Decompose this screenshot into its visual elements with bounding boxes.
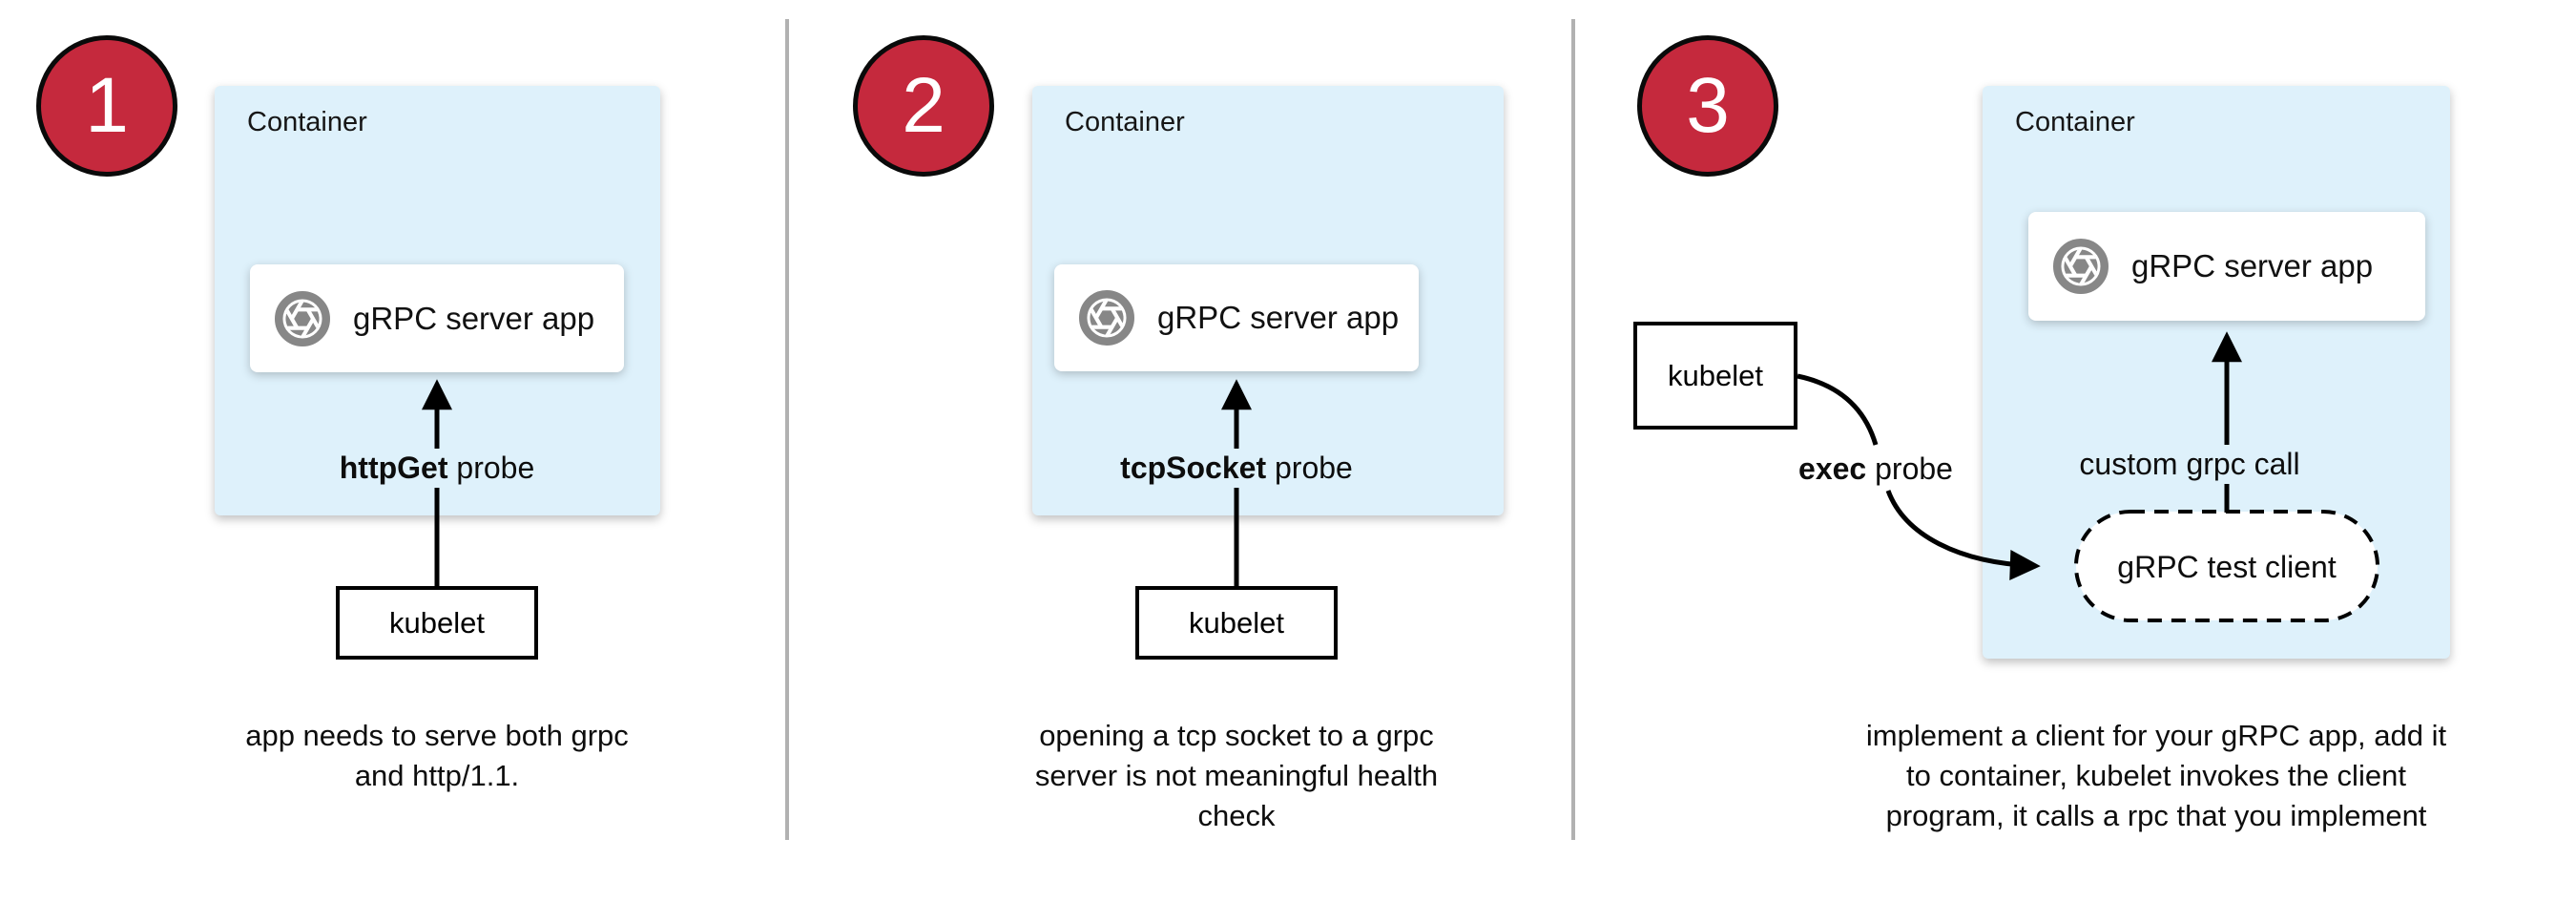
caption-2: opening a tcp socket to a grpc server is… xyxy=(979,716,1494,836)
caption-line: opening a tcp socket to a grpc xyxy=(1039,719,1434,752)
probe-label-2: tcpSocket probe xyxy=(1112,449,1361,488)
grpc-server-app-label: gRPC server app xyxy=(2131,248,2374,283)
custom-grpc-call-label: custom grpc call xyxy=(2071,445,2308,484)
step-badge-3: 3 xyxy=(1637,35,1778,177)
caption-1: app needs to serve both grpc and http/1.… xyxy=(179,716,695,796)
panel-divider-1 xyxy=(785,19,789,840)
container-title-2: Container xyxy=(1065,107,1185,137)
grpc-server-app-label: gRPC server app xyxy=(353,300,595,336)
kubelet-box-1: kubelet xyxy=(336,586,538,660)
probe-label-bold: tcpSocket xyxy=(1120,451,1267,485)
panel-divider-2 xyxy=(1571,19,1575,840)
kubelet-box-3: kubelet xyxy=(1633,322,1797,430)
grpc-server-app-box-3: gRPC server app xyxy=(2028,212,2425,321)
caption-3: implement a client for your gRPC app, ad… xyxy=(1818,716,2495,836)
grpc-server-app-label: gRPC server app xyxy=(1157,300,1400,335)
probe-label-rest: probe xyxy=(1866,451,1953,486)
step-badge-2: 2 xyxy=(853,35,994,177)
step-number: 2 xyxy=(902,62,945,149)
kubelet-box-2: kubelet xyxy=(1135,586,1338,660)
caption-line: to container, kubelet invokes the client xyxy=(1906,759,2406,792)
probe-label-bold: httpGet xyxy=(339,451,448,485)
probe-label-rest: probe xyxy=(447,451,535,485)
aperture-icon xyxy=(2053,239,2109,294)
kubelet-label: kubelet xyxy=(1189,605,1284,640)
arrow-exec-curve-upper xyxy=(1797,373,1879,446)
container-title-1: Container xyxy=(247,107,367,137)
step-number: 1 xyxy=(85,62,129,149)
kubelet-label: kubelet xyxy=(389,605,485,640)
caption-line: check xyxy=(1197,799,1276,832)
caption-line: and http/1.1. xyxy=(354,759,520,792)
grpc-server-app-box-1: gRPC server app xyxy=(250,264,624,372)
kubelet-label: kubelet xyxy=(1668,358,1763,392)
probe-label-rest: probe xyxy=(1266,451,1353,485)
caption-line: program, it calls a rpc that you impleme… xyxy=(1885,799,2427,832)
grpc-test-client-label: gRPC test client xyxy=(2117,550,2337,584)
probe-label-bold: exec xyxy=(1798,451,1867,486)
caption-line: server is not meaningful health xyxy=(1034,759,1439,792)
aperture-icon xyxy=(1079,290,1134,346)
probe-label-1: httpGet probe xyxy=(331,449,543,488)
probe-label-3: exec probe xyxy=(1798,451,1953,487)
caption-line: implement a client for your gRPC app, ad… xyxy=(1865,719,2447,752)
grpc-server-app-box-2: gRPC server app xyxy=(1054,264,1419,371)
aperture-icon xyxy=(275,291,330,346)
step-badge-1: 1 xyxy=(36,35,177,177)
container-title-3: Container xyxy=(2015,107,2135,137)
step-number: 3 xyxy=(1686,62,1730,149)
caption-line: app needs to serve both grpc xyxy=(245,719,629,752)
